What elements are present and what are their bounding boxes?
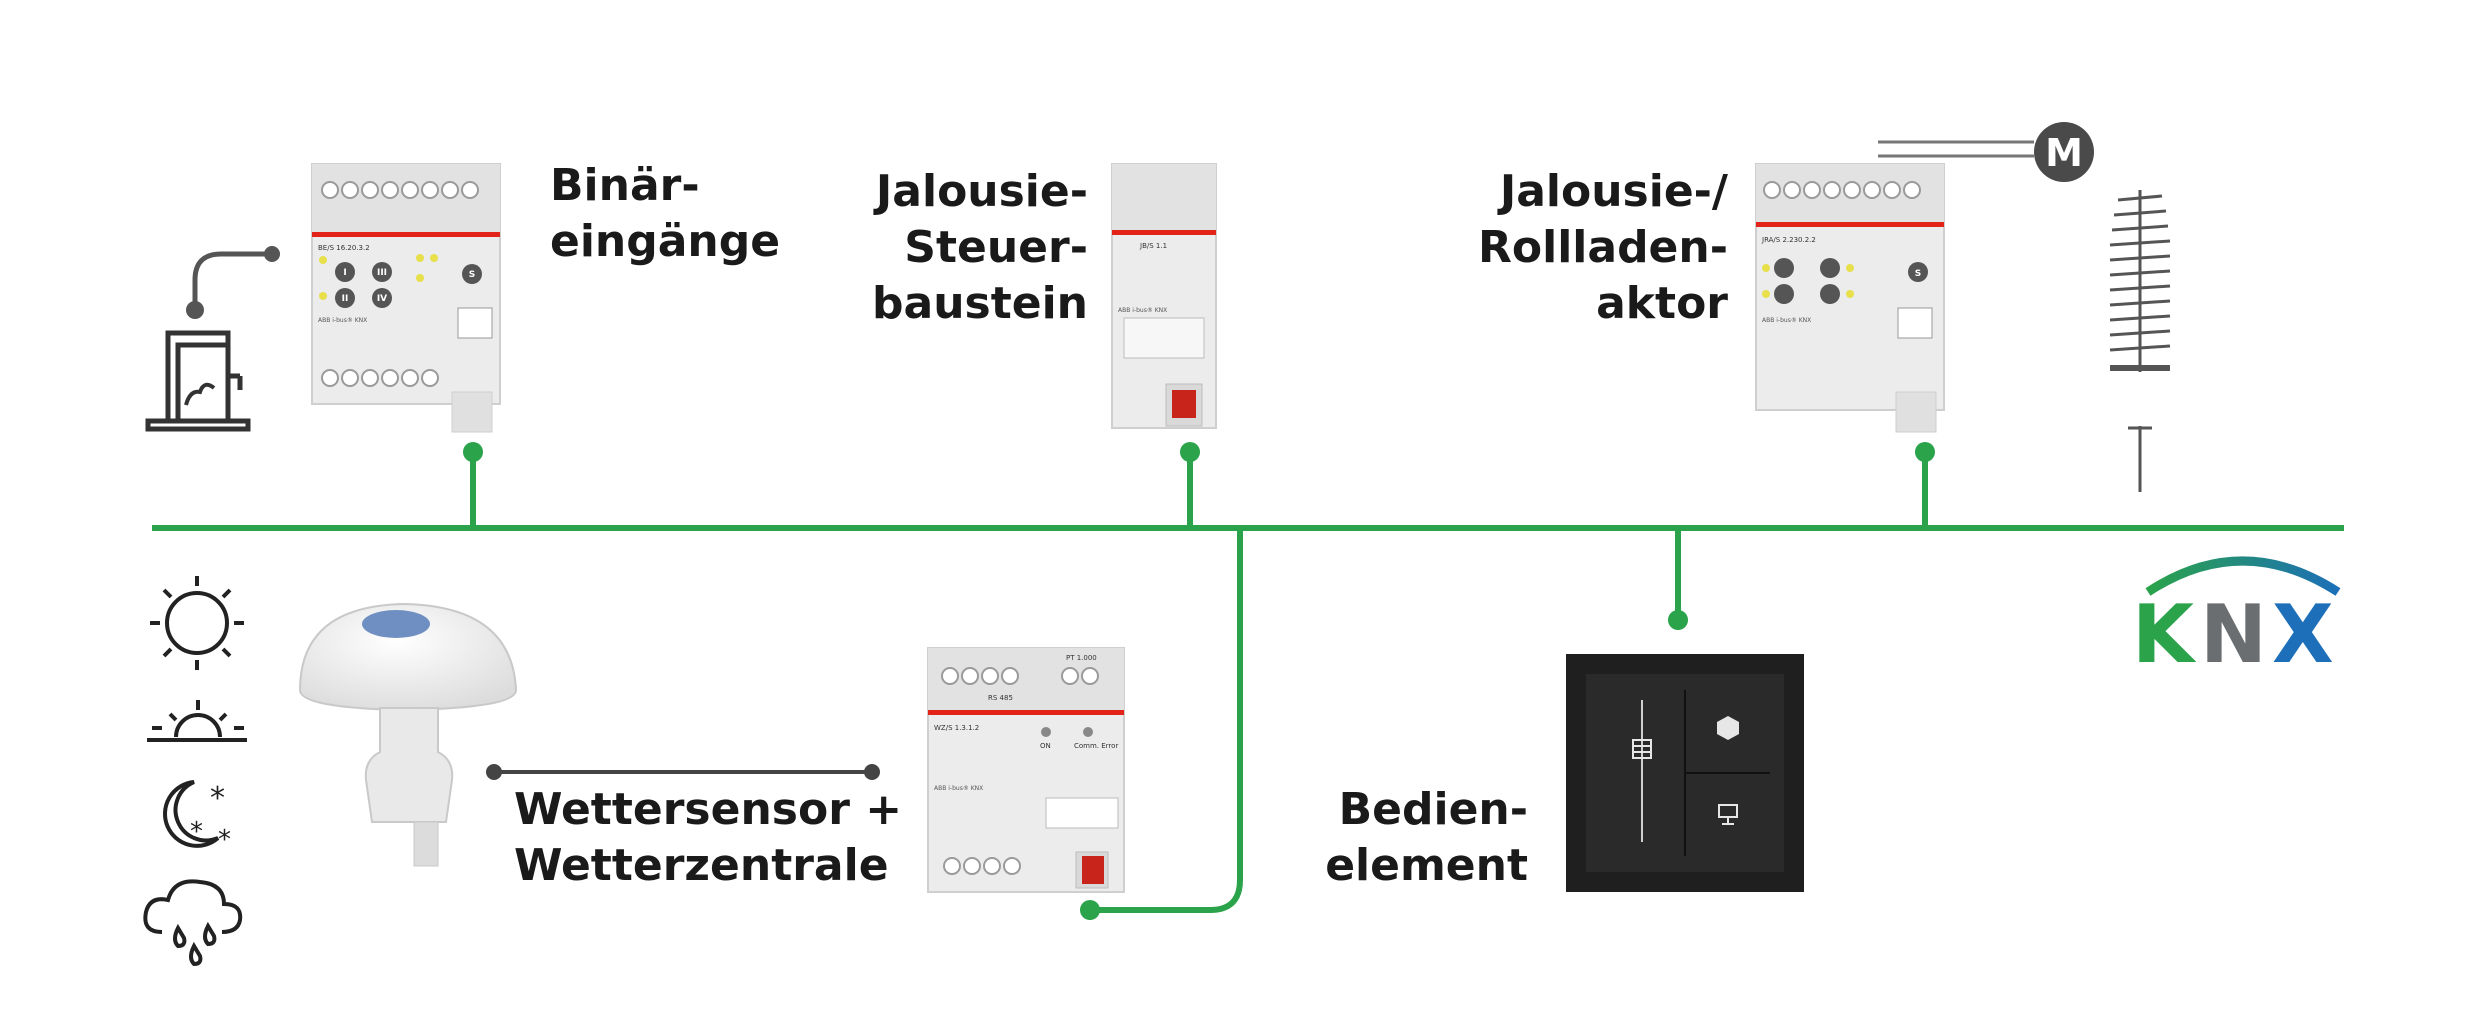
bus-node-actuator xyxy=(1915,442,1935,462)
knx-logo-k: K xyxy=(2132,588,2197,681)
label-blind-actuator-line3: aktor xyxy=(1596,278,1728,329)
actuator-device-model: JRA/S 2.230.2.2 xyxy=(1761,236,1816,244)
station-device-model: WZ/S 1.3.1.2 xyxy=(934,724,979,732)
label-blind-actuator-line2: Rollladen- xyxy=(1478,222,1728,273)
key-ii-label: II xyxy=(342,294,349,304)
box-icon xyxy=(1717,716,1739,740)
knx-logo: K N X xyxy=(2132,556,2341,681)
binary-device-model: BE/S 16.20.3.2 xyxy=(318,244,370,252)
terminal-row-bottom xyxy=(321,369,439,387)
twilight-icon xyxy=(147,700,247,742)
station-top-left-label: RS 485 xyxy=(988,694,1013,702)
label-control-element: Bedien- element xyxy=(1310,782,1528,894)
station-top-right-label: PT 1.000 xyxy=(1066,654,1097,662)
weather-sensor xyxy=(298,602,518,867)
station-device-bus: ABB i-bus® KNX xyxy=(934,785,983,792)
window-contact-icon xyxy=(145,246,280,432)
controller-device-model: JB/S 1.1 xyxy=(1139,242,1167,250)
label-blind-controller-line1: Jalousie- xyxy=(875,166,1088,217)
label-control-element-line2: element xyxy=(1325,840,1528,891)
knx-bus xyxy=(152,452,2344,913)
bus-node-controller xyxy=(1180,442,1200,462)
key-iii-label: III xyxy=(377,268,387,278)
window-connector-line xyxy=(192,251,270,310)
bus-node-binary xyxy=(463,442,483,462)
knx-logo-n: N xyxy=(2200,588,2267,681)
label-weather-line2: Wetterzentrale xyxy=(514,840,889,891)
actuator-key-i-down-icon xyxy=(1774,284,1794,304)
blind-actuator-device: JRA/S 2.230.2.2 S ABB i-bus® KNX xyxy=(1755,163,1945,433)
station-led-err-label: Comm. Error xyxy=(1074,742,1118,750)
rain-cloud-icon xyxy=(143,879,243,967)
label-binary-inputs-line2: eingänge xyxy=(550,216,781,267)
binary-device-bus: ABB i-bus® KNX xyxy=(318,317,367,324)
key-i-icon xyxy=(335,262,355,282)
svg-text:*: * xyxy=(190,817,203,847)
label-blind-actuator-line1: Jalousie-/ xyxy=(1499,166,1728,217)
key-iii-icon xyxy=(372,262,392,282)
actuator-key-i-up-icon xyxy=(1774,258,1794,278)
label-blind-actuator: Jalousie-/ Rollladen- aktor xyxy=(1466,164,1728,332)
sensor-light-window xyxy=(362,610,430,638)
blind-symbol-icon xyxy=(1632,739,1652,759)
key-iv-label: IV xyxy=(377,294,387,304)
svg-text:*: * xyxy=(210,781,225,816)
label-blind-controller-line3: baustein xyxy=(872,278,1088,329)
actuator-device-bus: ABB i-bus® KNX xyxy=(1762,317,1811,324)
controller-device-bus: ABB i-bus® KNX xyxy=(1118,307,1167,314)
sensor-connector xyxy=(486,764,880,780)
bus-node-panel xyxy=(1668,610,1688,630)
label-binary-inputs: Binär- eingänge xyxy=(550,158,780,270)
label-blind-controller-line2: Steuer- xyxy=(904,222,1088,273)
bus-drop-weather xyxy=(1090,528,1243,913)
station-led-on-label: ON xyxy=(1040,742,1051,750)
terminal-row-top xyxy=(321,181,479,199)
key-s-label: S xyxy=(469,270,475,280)
label-control-element-line1: Bedien- xyxy=(1338,784,1528,835)
label-weather-line1: Wettersensor + xyxy=(514,784,903,835)
motor-label: M xyxy=(2045,131,2083,175)
key-s-icon xyxy=(462,264,482,284)
binary-input-device: BE/S 16.20.3.2 I III II IV S ABB i-bus® … xyxy=(311,163,501,433)
key-ii-icon xyxy=(335,288,355,308)
weather-icons: * * * xyxy=(143,576,247,967)
bus-node-weather xyxy=(1080,900,1100,920)
display-icon xyxy=(1718,804,1738,825)
label-weather: Wettersensor + Wetterzentrale xyxy=(514,782,902,894)
sun-icon xyxy=(150,576,244,670)
actuator-key-s-icon xyxy=(1908,262,1928,282)
actuator-key-s-label: S xyxy=(1915,269,1921,279)
control-panel xyxy=(1566,654,1804,892)
binary-device-keys xyxy=(335,262,482,308)
actuator-key-ii-down-icon xyxy=(1820,284,1840,304)
svg-text:*: * xyxy=(218,825,231,855)
weather-station-device: RS 485 PT 1.000 WZ/S 1.3.1.2 ON Comm. Er… xyxy=(927,647,1125,893)
motor-icon: M xyxy=(1878,122,2094,182)
night-icon: * * * xyxy=(163,780,231,855)
label-binary-inputs-line1: Binär- xyxy=(550,160,700,211)
bus-nodes xyxy=(463,442,1935,920)
key-iv-icon xyxy=(372,288,392,308)
venetian-blind-icon xyxy=(2109,190,2171,492)
actuator-key-ii-up-icon xyxy=(1820,258,1840,278)
label-blind-controller: Jalousie- Steuer- baustein xyxy=(868,164,1088,332)
blind-controller-device: JB/S 1.1 ABB i-bus® KNX xyxy=(1111,163,1217,429)
knx-logo-arc xyxy=(2145,556,2341,596)
knx-logo-x: X xyxy=(2272,588,2334,681)
key-i-label: I xyxy=(343,268,346,278)
